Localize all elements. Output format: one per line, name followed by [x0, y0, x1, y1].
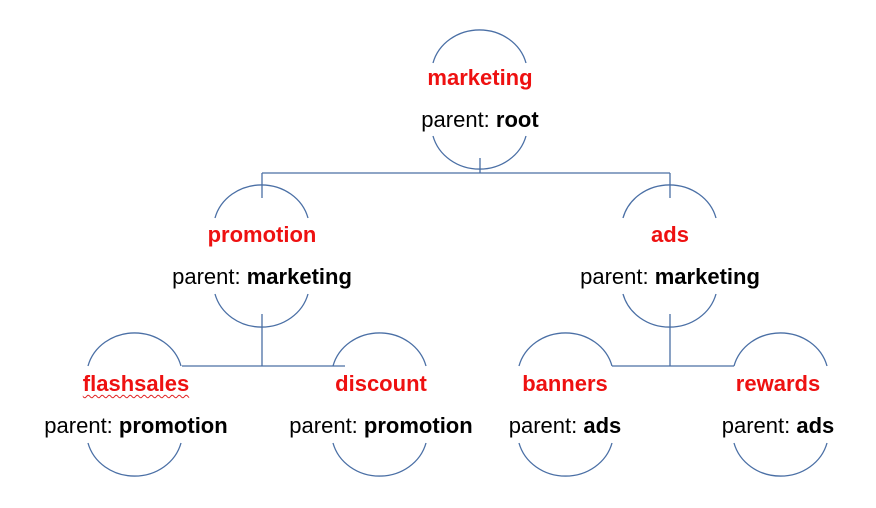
node-banners: banners parent: ads	[509, 371, 622, 439]
parent-value: root	[495, 107, 539, 132]
node-parent: parent: promotion	[289, 413, 472, 439]
node-name: rewards	[735, 371, 821, 396]
parent-value: promotion	[363, 413, 473, 438]
parent-label: parent:	[721, 413, 791, 438]
node-rewards: rewards parent: ads	[722, 371, 835, 439]
connector-marketing	[261, 158, 671, 198]
arc-promotion-bottom	[214, 293, 309, 328]
node-parent: parent: marketing	[580, 264, 760, 290]
node-name: ads	[651, 222, 689, 247]
arc-promotion-top	[214, 184, 309, 219]
arc-rewards-bottom	[733, 442, 828, 477]
arc-marketing-bottom	[432, 135, 527, 170]
arc-rewards-top	[733, 332, 828, 367]
arc-discount-top	[332, 332, 427, 367]
arc-ads-bottom	[622, 293, 717, 328]
node-flashsales: flashsales parent: promotion	[44, 371, 227, 439]
arc-banners-top	[518, 332, 613, 367]
arc-discount-bottom	[332, 442, 427, 477]
node-parent: parent: ads	[509, 413, 622, 439]
parent-label: parent:	[508, 413, 578, 438]
arc-marketing-top	[432, 29, 527, 64]
parent-label: parent:	[580, 264, 649, 289]
connector-ads	[612, 314, 734, 367]
parent-label: parent:	[172, 264, 241, 289]
node-name: banners	[522, 371, 608, 396]
node-ads: ads parent: marketing	[580, 222, 760, 290]
connector-promotion	[182, 314, 345, 367]
node-parent: parent: ads	[722, 413, 835, 439]
arc-flashsales-top	[87, 332, 182, 367]
node-parent: parent: promotion	[44, 413, 227, 439]
arc-flashsales-bottom	[87, 442, 182, 477]
parent-label: parent:	[421, 107, 490, 132]
node-name: marketing	[427, 65, 533, 90]
node-name: promotion	[207, 222, 317, 247]
parent-label: parent:	[44, 413, 113, 438]
node-promotion: promotion parent: marketing	[172, 222, 352, 290]
node-parent: parent: marketing	[172, 264, 352, 290]
node-arcs	[87, 29, 828, 477]
parent-label: parent:	[289, 413, 358, 438]
parent-value: marketing	[654, 264, 760, 289]
arc-ads-top	[622, 184, 717, 219]
parent-value: marketing	[246, 264, 352, 289]
node-marketing: marketing parent: root	[421, 65, 538, 133]
arc-banners-bottom	[518, 442, 613, 477]
parent-value: ads	[796, 413, 835, 438]
connectors	[182, 158, 734, 367]
node-name: discount	[335, 371, 427, 396]
node-discount: discount parent: promotion	[289, 371, 472, 439]
node-name: flashsales	[82, 371, 190, 396]
parent-value: promotion	[118, 413, 228, 438]
parent-value: ads	[583, 413, 622, 438]
node-parent: parent: root	[421, 107, 538, 133]
